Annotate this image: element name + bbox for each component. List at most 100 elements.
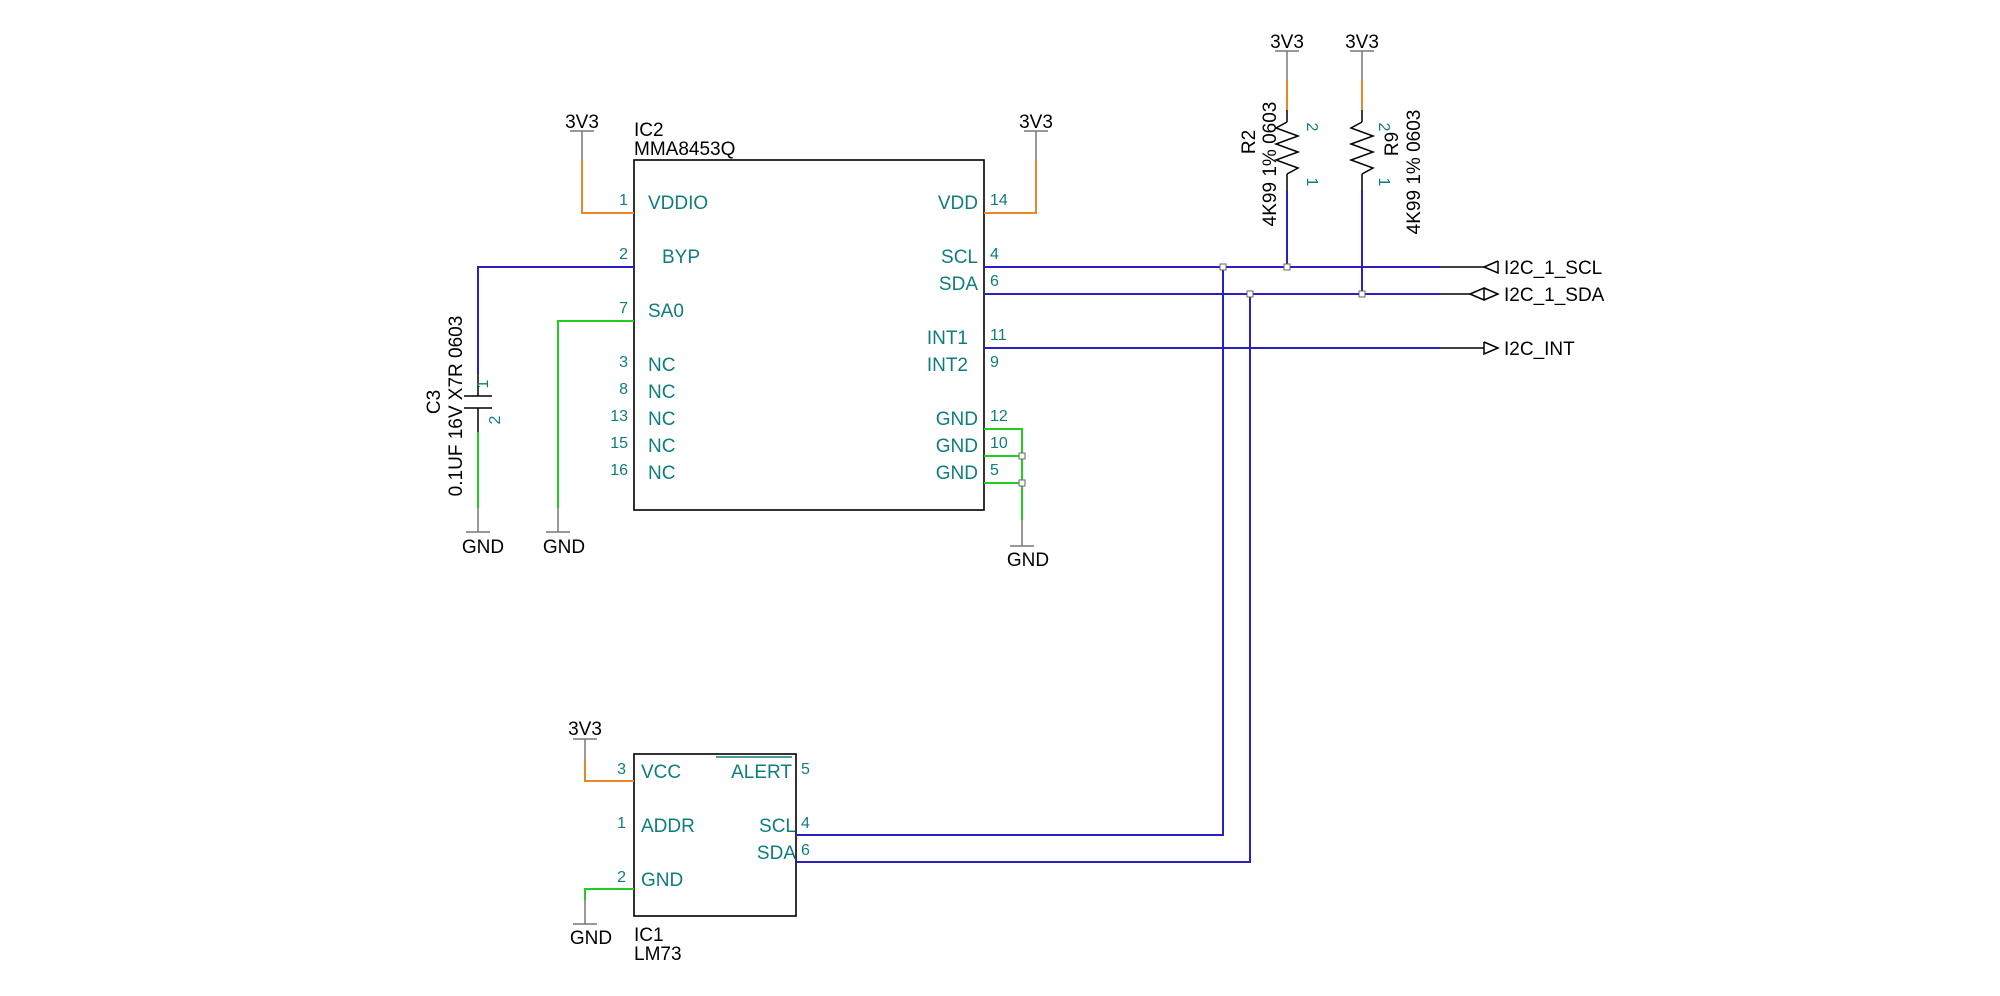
ic1-ref: IC1	[634, 925, 664, 946]
c3-pin-1: 1	[475, 379, 492, 388]
ic2-pin-num-2: 2	[619, 246, 628, 263]
ic2-pin-name-gnd-10: GND	[936, 436, 978, 457]
ground-label: GND	[570, 928, 612, 949]
junction-marker	[1358, 290, 1366, 298]
ic2-component[interactable]: IC2 MMA8453Q VDDIO BYP SA0 NC NC NC NC N…	[610, 120, 1008, 511]
ic1-component[interactable]: IC1 LM73 VCC ADDR GND 3 1 2 ALERT SCL SD…	[617, 753, 810, 965]
power-label: 3V3	[1345, 32, 1379, 53]
ic2-pin-num-9: 9	[990, 354, 999, 371]
ic1-pin-num-1: 1	[617, 815, 626, 832]
resistor-r2[interactable]: 2 1 R2 4K99 1% 0603	[1239, 102, 1320, 227]
ground-label: GND	[1007, 550, 1049, 571]
ic2-ref: IC2	[634, 120, 664, 141]
ic2-part: MMA8453Q	[634, 139, 735, 160]
port-arrow-bidir	[1469, 286, 1485, 302]
ground-label: GND	[462, 537, 504, 558]
ic1-pin-name-alert: ALERT	[731, 762, 792, 783]
c3-ref: C3	[424, 390, 445, 414]
ground-symbol-ic1: GND	[570, 900, 612, 949]
r9-zigzag	[1348, 121, 1376, 175]
r9-ref: R9	[1382, 132, 1403, 156]
port-arrow-out	[1483, 341, 1500, 356]
r2-pin-1: 1	[1303, 178, 1320, 187]
power-symbol-ic2-vdd: 3V3	[1019, 112, 1053, 160]
ic1-part: LM73	[634, 944, 682, 965]
ic2-pin-num-6: 6	[990, 273, 999, 290]
power-label: 3V3	[1270, 32, 1304, 53]
ic2-pin-name-nc-8: NC	[648, 382, 675, 403]
port-arrow-in	[1482, 260, 1499, 275]
r2-value: 4K99 1% 0603	[1260, 102, 1281, 227]
ic1-pin-num-4: 4	[801, 815, 810, 832]
ic2-pin-name-nc-3: NC	[648, 355, 675, 376]
ic2-pin-num-5: 5	[990, 462, 999, 479]
port-i2c-int[interactable]: I2C_INT	[1440, 339, 1575, 360]
wire-ic1-scl	[796, 267, 1224, 836]
junction-marker	[1246, 290, 1254, 298]
ic2-body	[633, 159, 985, 511]
port-i2c-1-sda[interactable]: I2C_1_SDA	[1440, 285, 1605, 306]
ic2-pin-name-vddio: VDDIO	[648, 193, 708, 214]
r2-ref: R2	[1239, 130, 1260, 154]
power-symbol-r9: 3V3	[1345, 32, 1379, 80]
ic1-pin-name-sda: SDA	[757, 843, 796, 864]
wire-sa0-gnd	[557, 320, 634, 508]
ic2-pin-num-8: 8	[619, 381, 628, 398]
ground-label: GND	[543, 537, 585, 558]
ic1-pin-num-6: 6	[801, 842, 810, 859]
ic1-pin-num-2: 2	[617, 869, 626, 886]
wire-ic1-sda	[796, 294, 1251, 863]
c3-value: 0.1UF 16V X7R 0603	[446, 316, 467, 497]
ic2-pin-num-12: 12	[990, 408, 1008, 425]
ic2-pin-name-gnd-12: GND	[936, 409, 978, 430]
ic1-pin-num-3: 3	[617, 761, 626, 778]
ic2-pin-name-nc-13: NC	[648, 409, 675, 430]
ic2-pin-num-15: 15	[610, 435, 628, 452]
r9-pin-1: 1	[1375, 178, 1392, 187]
ic2-pin-name-nc-15: NC	[648, 436, 675, 457]
ic2-pin-name-int2: INT2	[927, 355, 968, 376]
ground-symbol-ic2: GND	[1007, 520, 1049, 571]
power-symbol-ic1-vcc: 3V3	[568, 719, 602, 760]
ic2-pin-num-7: 7	[619, 300, 628, 317]
ic2-pin-num-3: 3	[619, 354, 628, 371]
c3-pin-2: 2	[487, 415, 504, 424]
ic2-pin-num-14: 14	[990, 192, 1008, 209]
ic1-pin-num-5: 5	[801, 761, 810, 778]
ic1-pin-name-gnd: GND	[641, 870, 683, 891]
wire-ic1-vcc	[584, 760, 634, 782]
r9-value: 4K99 1% 0603	[1404, 110, 1425, 235]
wire-ic2-vddio	[581, 160, 634, 214]
wire-ic2-vdd	[984, 160, 1037, 214]
port-i2c-1-scl[interactable]: I2C_1_SCL	[1440, 258, 1602, 279]
capacitor-c3[interactable]: 1 2 C3 0.1UF 16V X7R 0603	[424, 316, 504, 497]
port-label-int: I2C_INT	[1504, 339, 1575, 360]
ic2-pin-name-byp: BYP	[662, 247, 700, 268]
wire-ic1-gnd	[584, 888, 634, 900]
port-label-sda: I2C_1_SDA	[1504, 285, 1605, 306]
ic1-pin-name-addr: ADDR	[641, 816, 695, 837]
junction-marker	[1219, 263, 1227, 271]
power-symbol-ic2-vddio: 3V3	[565, 112, 599, 160]
ic2-pin-num-1: 1	[619, 192, 628, 209]
wire-ic2-gnd	[984, 428, 1023, 520]
wire-byp-c3	[477, 266, 634, 374]
power-label: 3V3	[1019, 112, 1053, 133]
resistor-r9[interactable]: 2 1 R9 4K99 1% 0603	[1348, 110, 1425, 235]
ic2-pin-num-16: 16	[610, 462, 628, 479]
ic2-pin-name-gnd-5: GND	[936, 463, 978, 484]
r2-zigzag	[1273, 121, 1301, 175]
r2-pin-2: 2	[1303, 123, 1320, 132]
ic2-pin-num-10: 10	[990, 435, 1008, 452]
port-arrow-bidir	[1483, 287, 1500, 301]
ground-symbol-c3: GND	[462, 508, 504, 558]
ic2-pin-name-sa0: SA0	[648, 301, 684, 322]
ic2-pin-num-4: 4	[990, 246, 999, 263]
junction-marker	[1018, 479, 1026, 487]
power-symbol-r2: 3V3	[1270, 32, 1304, 80]
ic2-pin-name-int1: INT1	[927, 328, 968, 349]
power-label: 3V3	[565, 112, 599, 133]
power-label: 3V3	[568, 719, 602, 740]
ic2-pin-num-11: 11	[990, 327, 1007, 344]
